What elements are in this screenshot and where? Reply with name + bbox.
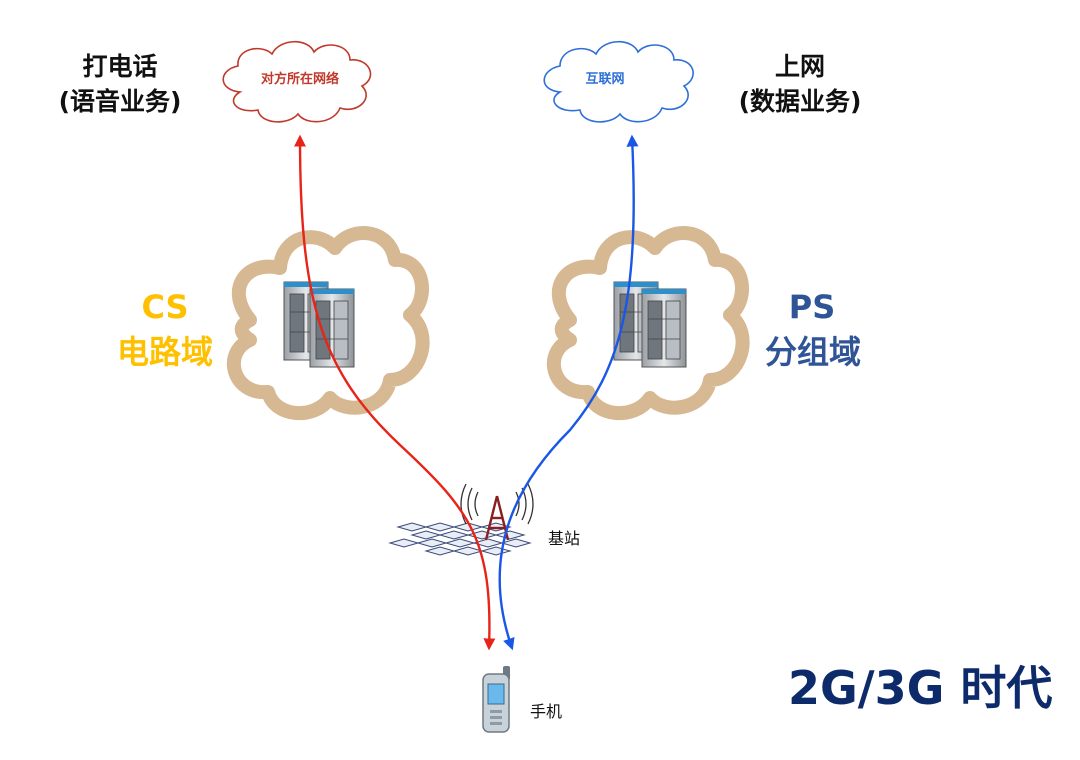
- ps-server-rack-icon: [613, 281, 687, 368]
- remote-network-label: 对方所在网络: [260, 72, 339, 87]
- cs-domain-title: CS: [141, 288, 189, 326]
- cs-domain-subtitle: 电路域: [116, 333, 213, 371]
- internet-label: 互联网: [585, 72, 625, 87]
- data-service-title: 上网: [774, 52, 825, 81]
- base-station-label: 基站: [548, 529, 581, 548]
- mobile-phone-icon: [482, 666, 510, 733]
- voice-service-subtitle: (语音业务): [58, 87, 182, 116]
- internet-cloud: [543, 40, 694, 123]
- data-path-arrow: [498, 134, 639, 651]
- voice-service-title: 打电话: [82, 52, 158, 81]
- ps-domain-subtitle: 分组域: [764, 333, 861, 371]
- era-title: 2G/3G 时代: [788, 661, 1053, 715]
- data-service-subtitle: (数据业务): [738, 87, 862, 116]
- handset-label: 手机: [530, 702, 563, 721]
- ps-domain-title: PS: [788, 288, 836, 326]
- remote-network-cloud: [222, 40, 372, 123]
- radio-tower-icon: [388, 483, 534, 556]
- voice-path-arrow: [294, 134, 496, 651]
